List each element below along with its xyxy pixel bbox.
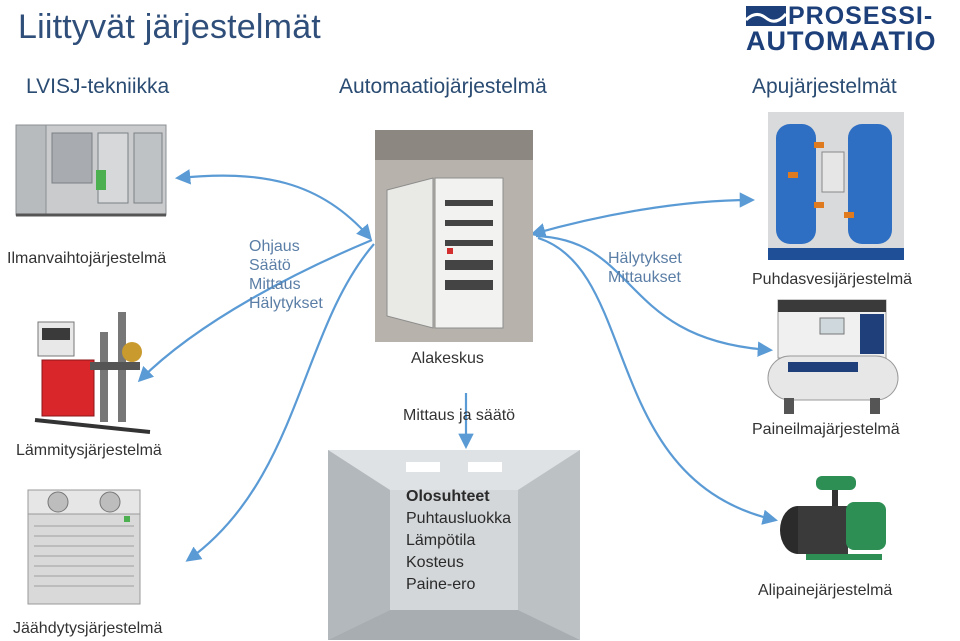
column-heading-center: Automaatiojärjestelmä [339, 75, 547, 98]
signal-item: Hälytykset [608, 250, 682, 267]
right-signal-list: Hälytykset Mittaukset [608, 249, 682, 287]
arrow-to-water [530, 192, 756, 239]
clean-room-icon [328, 450, 580, 640]
arrow-to-ventilation [174, 169, 373, 241]
water-treatment-icon [768, 112, 904, 260]
room-conditions-list: Olosuhteet Puhtausluokka Lämpötila Koste… [406, 486, 511, 596]
arrow-to-heating [137, 238, 373, 383]
system-label-heating: Lämmitysjärjestelmä [16, 442, 162, 459]
column-heading-right: Apujärjestelmät [752, 75, 897, 98]
signal-item: Ohjaus [249, 238, 300, 255]
arrow-to-cooling [185, 243, 375, 562]
center-cabinet-label: Alakeskus [411, 350, 484, 367]
page-title: Liittyvät järjestelmät [18, 8, 321, 46]
center-link-label: Mittaus ja säätö [403, 407, 516, 424]
system-label-compressed-air: Paineilmajärjestelmä [752, 421, 900, 438]
room-list-item: Puhtausluokka [406, 510, 511, 527]
system-label-vacuum: Alipainejärjestelmä [758, 582, 893, 599]
system-label-ventilation: Ilmanvaihtojärjestelmä [7, 250, 167, 267]
system-label-cooling: Jäähdytysjärjestelmä [13, 620, 163, 637]
column-heading-left: LVISJ-tekniikka [26, 75, 170, 98]
arrow-to-vacuum [537, 236, 779, 525]
room-list-item: Kosteus [406, 554, 464, 571]
chiller-unit-icon [27, 489, 141, 605]
system-label-water: Puhdasvesijärjestelmä [752, 271, 913, 288]
vacuum-pump-icon [780, 476, 886, 560]
room-list-item: Paine-ero [406, 576, 476, 593]
heating-unit-icon [34, 312, 151, 434]
signal-item: Mittaukset [608, 269, 681, 286]
arrow-to-compressor [535, 234, 774, 357]
signal-item: Hälytykset [249, 295, 323, 312]
logo-line2: AUTOMAATIO [746, 26, 937, 56]
signal-item: Mittaus [249, 276, 301, 293]
room-list-item: Lämpötila [406, 532, 476, 549]
left-signal-list: Ohjaus Säätö Mittaus Hälytykset [249, 237, 323, 313]
signal-item: Säätö [249, 257, 291, 274]
logo-wave-icon [746, 6, 786, 26]
air-handling-unit-icon [15, 124, 167, 217]
logo: PROSESSI- AUTOMAATIO [744, 2, 954, 56]
logo-line1: PROSESSI- [788, 2, 934, 30]
control-cabinet-icon [375, 130, 533, 342]
air-compressor-icon [767, 299, 899, 414]
room-list-heading: Olosuhteet [406, 488, 490, 505]
